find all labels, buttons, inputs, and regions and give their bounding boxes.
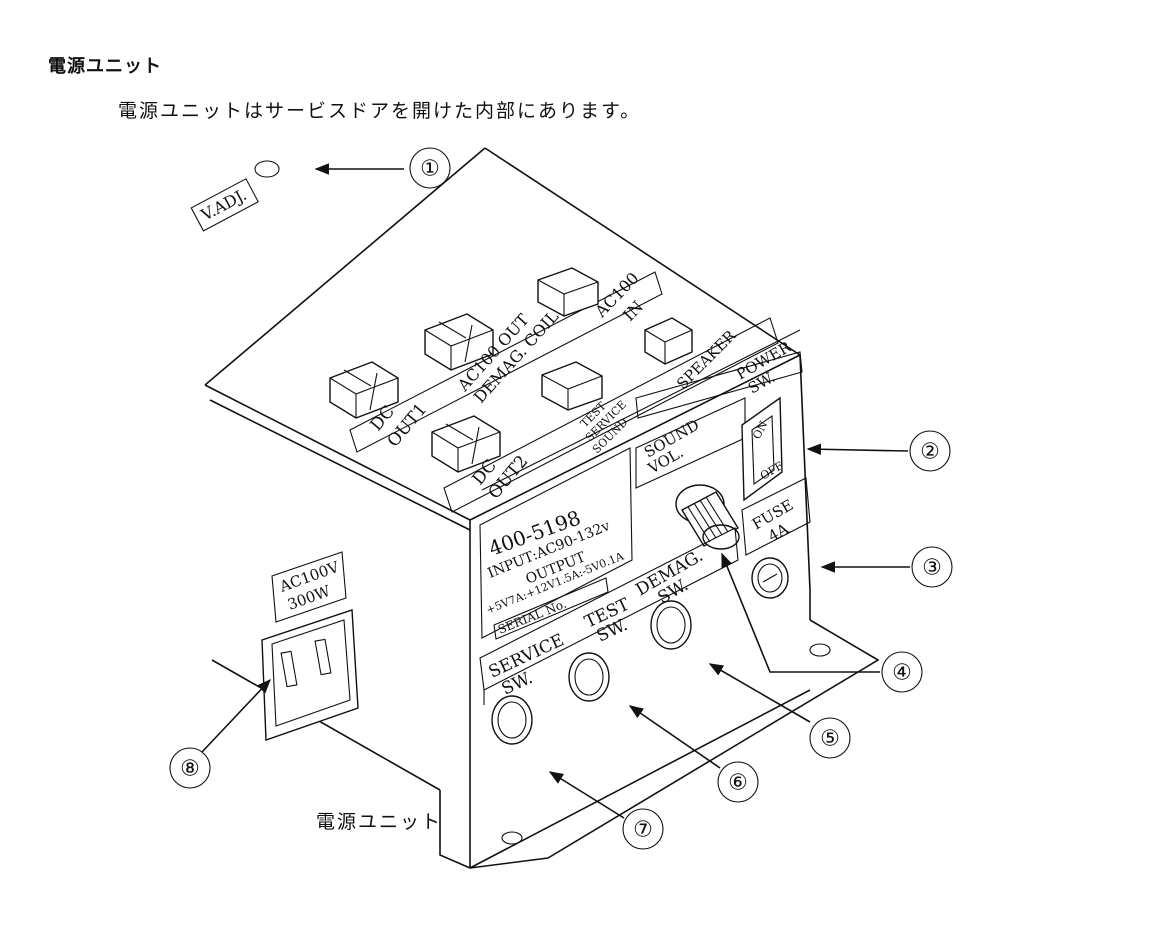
callout-1-number: ①	[420, 157, 440, 182]
section-heading: 電源ユニット	[48, 56, 162, 77]
dc-out1-label-2: OUT1	[384, 400, 432, 451]
unit-body	[204, 147, 880, 869]
ac-inlet: AC100V 300W	[261, 551, 359, 741]
connector-ac100-out	[424, 313, 494, 371]
demag-switch-button[interactable]	[650, 600, 692, 650]
callout-8: ⑧	[169, 678, 271, 789]
callout-8-number: ⑧	[180, 757, 200, 782]
service-switch-button[interactable]	[491, 695, 533, 745]
connector-speaker	[644, 317, 693, 365]
intro-text: 電源ユニットはサービスドアを開けた内部にあります。	[118, 100, 642, 122]
callout-1: ①	[314, 147, 451, 189]
callout-7: ⑦	[548, 771, 664, 850]
callout-2: ②	[806, 430, 951, 472]
sound-volume-knob[interactable]	[675, 484, 740, 550]
top-label-strips	[349, 271, 801, 513]
connector-test-service-sound	[541, 361, 603, 411]
callout-2-number: ②	[920, 440, 940, 465]
callout-4-number: ④	[892, 661, 912, 686]
connector-dc-out1	[329, 361, 399, 419]
callout-6-number: ⑥	[728, 771, 748, 796]
v-adj-hole[interactable]	[254, 160, 280, 178]
callout-3: ③	[820, 546, 953, 588]
connector-dc-out2	[431, 415, 501, 473]
power-switch[interactable]	[741, 396, 783, 502]
callout-4: ④	[721, 552, 923, 693]
figure-caption: 電源ユニット	[316, 811, 443, 833]
callout-6: ⑥	[628, 705, 759, 803]
callout-7-number: ⑦	[633, 818, 653, 843]
test-switch-button[interactable]	[568, 652, 610, 702]
fuse-holder[interactable]	[751, 557, 789, 599]
callout-5: ⑤	[708, 663, 851, 759]
connector-ac100-in	[537, 267, 599, 317]
ac-outlet[interactable]	[261, 609, 359, 741]
callout-3-number: ③	[922, 556, 942, 581]
v-adj-box	[190, 178, 259, 232]
front-face: POWER SW. SOUND VOL. ON OFF 400-5198 INP…	[479, 337, 811, 745]
callout-5-number: ⑤	[820, 727, 840, 752]
